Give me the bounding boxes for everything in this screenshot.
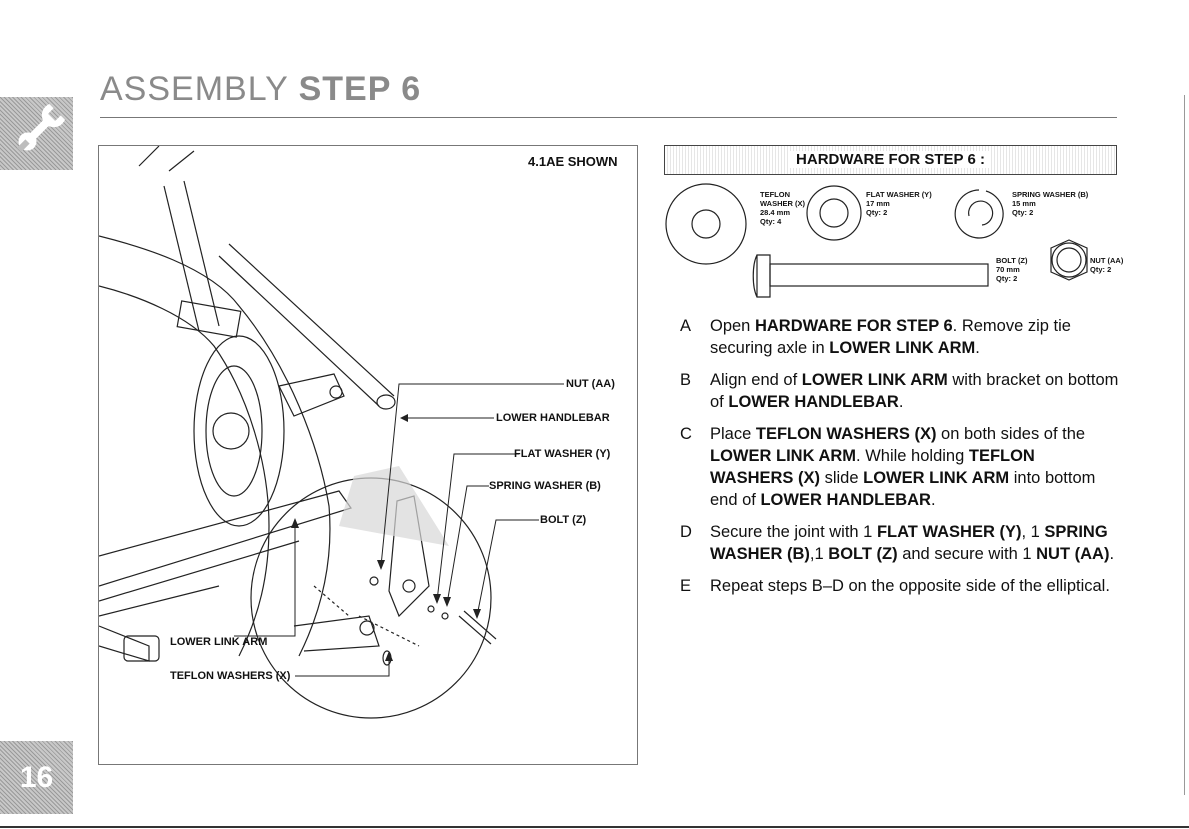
hardware-illustrations (665, 183, 1088, 298)
flat-washer-icon (806, 185, 862, 241)
teflon-washer-label: TEFLON WASHER (X) 28.4 mm Qty: 4 (760, 190, 805, 226)
step-keyword: HARDWARE FOR STEP 6 (754, 317, 953, 335)
step-text: ,1 (809, 545, 829, 563)
step-text: Align end of (710, 371, 802, 389)
step-text: and secure with 1 (897, 545, 1037, 563)
step-text: . (975, 339, 980, 357)
step-keyword: NUT (AA) (1036, 545, 1110, 563)
bolt-icon (752, 254, 771, 298)
bolt-label: BOLT (Z) 70 mm Qty: 2 (996, 256, 1028, 283)
figure-caption: 4.1AE SHOWN (528, 154, 618, 169)
nut-label: NUT (AA) Qty: 2 (1090, 256, 1124, 274)
step-text: Repeat steps B–D on the opposite side of… (710, 577, 1110, 595)
step-keyword: FLAT WASHER (Y) (876, 523, 1022, 541)
header-rule (100, 117, 1117, 118)
step-text: on both sides of the (936, 425, 1086, 443)
step-text: . While holding (856, 447, 969, 465)
step-keyword: TEFLON WASHERS (X) (710, 447, 1035, 487)
step-text: . (898, 393, 904, 411)
page-title: ASSEMBLY STEP 6 (100, 70, 421, 109)
step-keyword: LOWER LINK ARM (863, 469, 1010, 487)
page-number: 16 (19, 761, 54, 794)
step-keyword: LOWER LINK ARM (829, 339, 976, 357)
step-keyword: TEFLON WASHERS (X) (755, 425, 937, 443)
step-text: Open (710, 317, 755, 335)
step-keyword: LOWER LINK ARM (801, 371, 948, 389)
page-number-tab (0, 741, 73, 814)
title-prefix: ASSEMBLY (100, 70, 299, 108)
label-flat-washer: FLAT WASHER (Y) (514, 448, 611, 460)
step-text: slide (820, 469, 864, 487)
step-text: Secure the joint with 1 (710, 523, 877, 541)
step-keyword: LOWER LINK ARM (710, 447, 857, 465)
step-keyword: LOWER HANDLEBAR (728, 393, 899, 411)
step-text: , 1 (1021, 523, 1045, 541)
label-spring-washer: SPRING WASHER (B) (489, 480, 601, 492)
assembly-illustration (99, 146, 564, 719)
step-keyword: SPRING WASHER (B) (710, 523, 1108, 563)
right-edge-rule (1184, 95, 1185, 795)
step-text: . (1109, 545, 1115, 563)
step-text: . (930, 491, 936, 509)
label-nut: NUT (AA) (566, 378, 615, 390)
label-lower-handlebar: LOWER HANDLEBAR (496, 412, 610, 424)
step-text: Place (710, 425, 756, 443)
spring-washer-label: SPRING WASHER (B) 15 mm Qty: 2 (1012, 190, 1089, 217)
step-text: . Remove zip tie securing axle in (710, 317, 1071, 357)
spring-washer-icon (954, 189, 1004, 239)
flat-washer-label: FLAT WASHER (Y) 17 mm Qty: 2 (866, 190, 932, 217)
step-keyword: LOWER HANDLEBAR (760, 491, 931, 509)
hardware-title: HARDWARE FOR STEP 6 : (664, 145, 1117, 175)
step-keyword: BOLT (Z) (828, 545, 898, 563)
nut-icon (1050, 239, 1088, 281)
label-bolt: BOLT (Z) (540, 514, 587, 526)
title-step: STEP 6 (298, 70, 422, 108)
bottom-rule (0, 826, 1189, 828)
tools-tab (0, 97, 73, 170)
step-text: into bottom end of (710, 469, 1096, 509)
teflon-washer-icon (665, 183, 747, 265)
label-lower-link-arm: LOWER LINK ARM (170, 636, 268, 648)
wrench-icon (16, 104, 65, 153)
step-text: with bracket on bottom of (710, 371, 1119, 411)
assembly-figure (98, 145, 638, 765)
label-teflon-washers: TEFLON WASHERS (X) (170, 670, 291, 682)
